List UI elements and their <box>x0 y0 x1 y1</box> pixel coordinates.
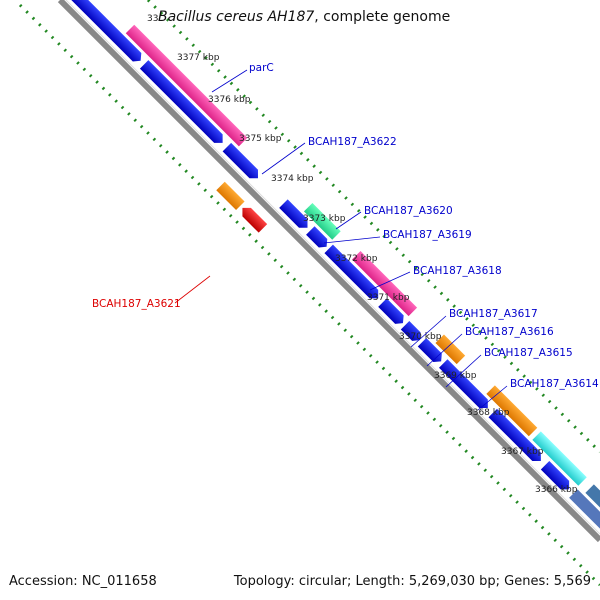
gene-label[interactable]: BCAH187_A3620 <box>364 205 453 217</box>
title-suffix: , complete genome <box>314 9 451 25</box>
gene-feature-orange[interactable] <box>435 334 466 365</box>
cds-arrow[interactable] <box>417 337 446 366</box>
accession-label: Accession: NC_011658 <box>9 574 157 589</box>
species-name: Bacillus cereus AH187 <box>158 9 315 25</box>
cds-arrow[interactable] <box>139 60 227 147</box>
genome-backbone <box>57 0 600 543</box>
cds-arrow[interactable] <box>279 199 312 232</box>
genome-backbone-highlight <box>65 0 600 535</box>
gene-label[interactable]: BCAH187_A3618 <box>413 265 502 277</box>
gene-feature-orange[interactable] <box>216 181 245 211</box>
cds-arrow-reverse[interactable] <box>238 204 268 233</box>
label-leader <box>369 271 411 291</box>
rna-feature-magenta[interactable] <box>125 24 248 147</box>
cds-arrow[interactable] <box>439 359 492 412</box>
genome-title: Bacillus cereus AH187, complete genome <box>158 9 450 25</box>
tick-label: 3368 kbp <box>467 408 510 418</box>
label-leader <box>323 236 381 244</box>
tick-label: 3376 kbp <box>208 95 251 105</box>
tick-label: 3372 kbp <box>335 254 378 264</box>
label-leader <box>477 385 508 411</box>
label-leader <box>410 315 447 348</box>
genome-summary: Topology: circular; Length: 5,269,030 bp… <box>229 574 591 589</box>
label-leader <box>335 211 362 230</box>
rna-feature-green[interactable] <box>303 202 341 240</box>
gene-labels: parC BCAH187_A3622 BCAH187_A3620 BCAH187… <box>92 62 599 411</box>
tick-label: 3373 kbp <box>303 214 346 224</box>
tick-label: 3375 kbp <box>239 134 282 144</box>
feature-track <box>65 0 600 532</box>
cds-arrow[interactable] <box>569 489 600 532</box>
gene-label-parC[interactable]: parC <box>249 62 274 74</box>
tick-label: 3370 kbp <box>399 332 442 342</box>
gene-label[interactable]: BCAH187_A3619 <box>383 229 472 241</box>
cds-arrow[interactable] <box>400 321 424 344</box>
label-leader <box>261 142 306 175</box>
tick-label: 3374 kbp <box>271 174 314 184</box>
label-leader <box>211 69 248 93</box>
tick-label: 3377 kbp <box>177 53 220 63</box>
inner-scale-line <box>146 0 600 454</box>
gene-label[interactable]: BCAH187_A3615 <box>484 347 573 359</box>
gene-label[interactable]: BCAH187_A3621 <box>92 298 181 310</box>
cds-arrow[interactable] <box>222 142 263 183</box>
cds-arrow[interactable] <box>378 298 407 327</box>
tick-label-partial: 33 <box>147 14 158 24</box>
tick-label: 3369 kbp <box>434 371 477 381</box>
gene-label[interactable]: BCAH187_A3614 <box>510 378 599 390</box>
cds-arrow[interactable] <box>488 408 546 466</box>
label-leader <box>426 333 463 367</box>
tick-labels: 33 3377 kbp 3376 kbp 3375 kbp 3374 kbp 3… <box>147 14 578 495</box>
cds-arrow[interactable] <box>65 0 145 65</box>
tick-label: 3366 kbp <box>535 485 578 495</box>
gene-feature-orange[interactable] <box>486 385 538 437</box>
gene-label[interactable]: BCAH187_A3616 <box>465 326 554 338</box>
gene-feature-steel[interactable] <box>585 484 600 522</box>
tick-label: 3367 kbp <box>501 447 544 457</box>
outer-scale-line <box>18 3 600 587</box>
cds-arrow[interactable] <box>324 244 382 303</box>
gene-feature-cyan[interactable] <box>532 431 587 486</box>
tick-label: 3371 kbp <box>367 293 410 303</box>
gene-label[interactable]: BCAH187_A3622 <box>308 136 397 148</box>
label-leader <box>445 354 482 388</box>
gene-label[interactable]: BCAH187_A3617 <box>449 308 538 320</box>
label-leader <box>174 275 211 304</box>
cds-arrow[interactable] <box>540 461 574 494</box>
cds-arrow[interactable] <box>306 226 331 251</box>
